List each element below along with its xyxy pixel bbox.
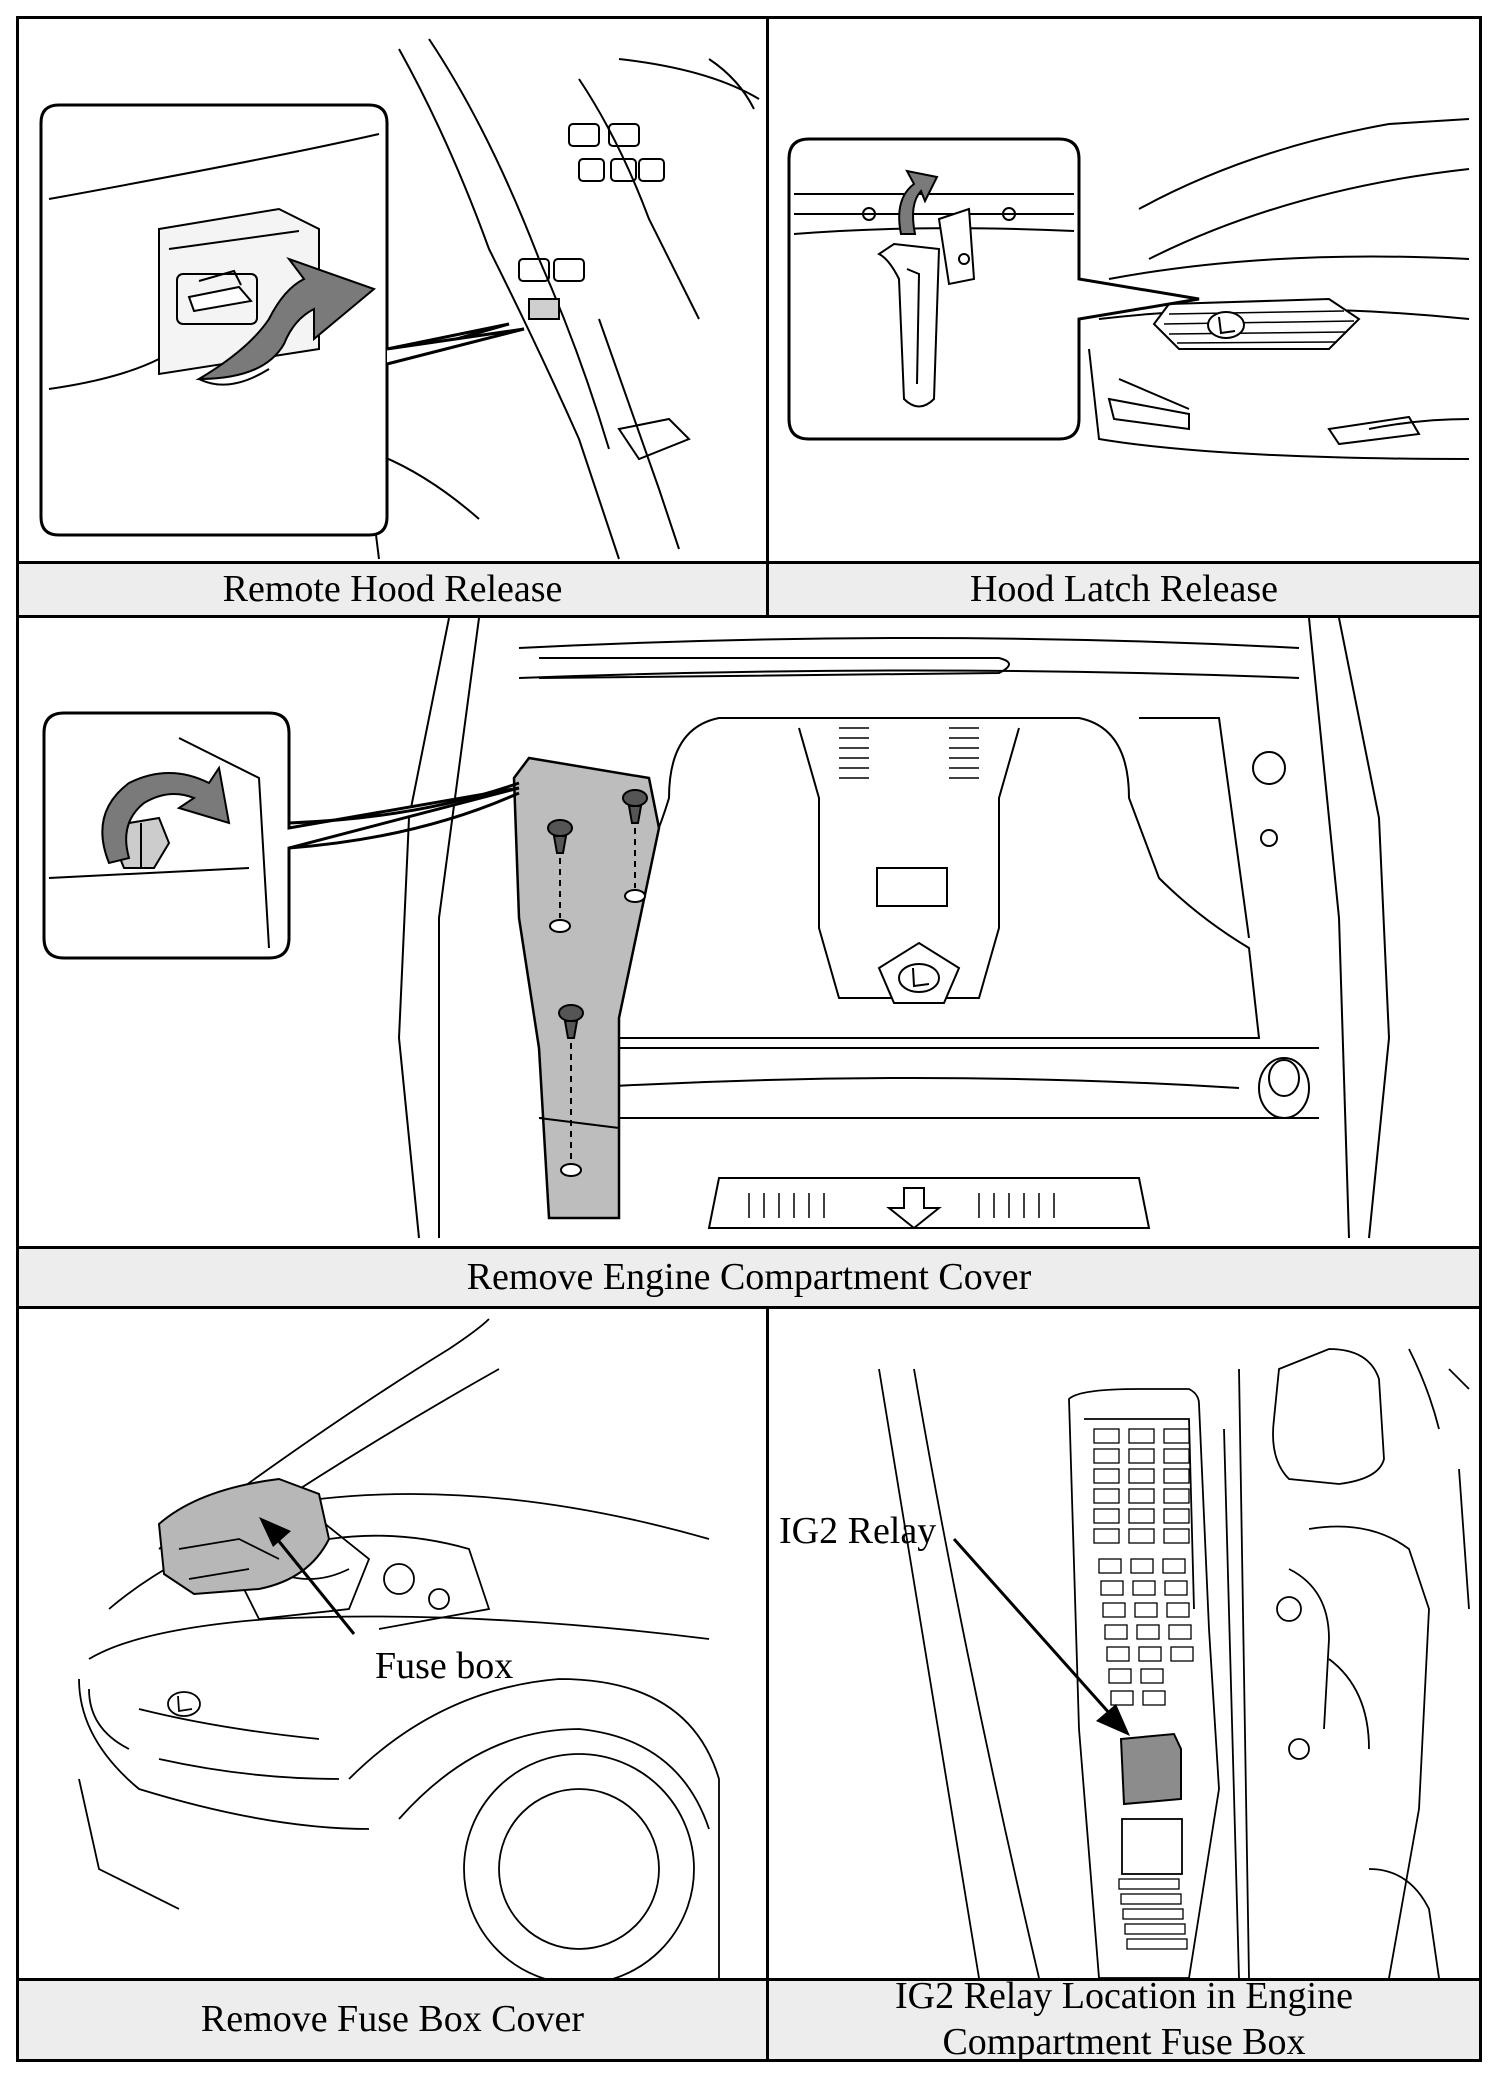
caption-remove-engine-cover: Remove Engine Compartment Cover xyxy=(19,1249,1479,1306)
lexus-logo-icon xyxy=(167,1691,201,1717)
caption-remote-hood-release: Remote Hood Release xyxy=(19,564,766,615)
caption-hood-latch-release: Hood Latch Release xyxy=(769,564,1479,615)
arrow-icon xyxy=(952,1538,1130,1736)
divider xyxy=(16,1246,1482,1249)
divider xyxy=(16,1306,1482,1309)
panel-remove-engine-cover xyxy=(19,618,1479,1246)
arrow-icon xyxy=(259,1517,356,1635)
caption-remove-fuse-box-cover: Remove Fuse Box Cover xyxy=(19,1981,766,2059)
divider xyxy=(766,1306,769,2062)
ig2-relay-label: IG2 Relay xyxy=(779,1510,937,1552)
divider xyxy=(16,1978,1482,1981)
caption-line: IG2 Relay Location in Engine xyxy=(895,1975,1353,2018)
lexus-logo-icon xyxy=(1207,311,1245,339)
divider xyxy=(766,16,769,616)
caption-line: Compartment Fuse Box xyxy=(942,2021,1306,2063)
fuse-box-label: Fuse box xyxy=(375,1645,514,1687)
curved-arrow-icon xyxy=(101,765,231,865)
curved-arrow-icon xyxy=(898,169,939,235)
diagram-frame xyxy=(16,16,1482,2062)
caption-ig2-relay-location: IG2 Relay Location in Engine Compartment… xyxy=(769,1975,1479,2063)
panel-remove-fuse-box-cover: Fuse box xyxy=(19,1309,766,1978)
panel-ig2-relay-location: IG2 Relay xyxy=(769,1309,1479,1978)
panel-remote-hood-release xyxy=(19,19,766,561)
push-clip-icon xyxy=(547,789,648,1039)
lexus-logo-icon xyxy=(898,963,940,993)
divider xyxy=(16,561,1482,564)
divider xyxy=(16,615,1482,618)
panel-hood-latch-release xyxy=(769,19,1479,561)
hood-open-icon xyxy=(176,269,258,325)
curved-arrow-icon xyxy=(195,256,376,386)
